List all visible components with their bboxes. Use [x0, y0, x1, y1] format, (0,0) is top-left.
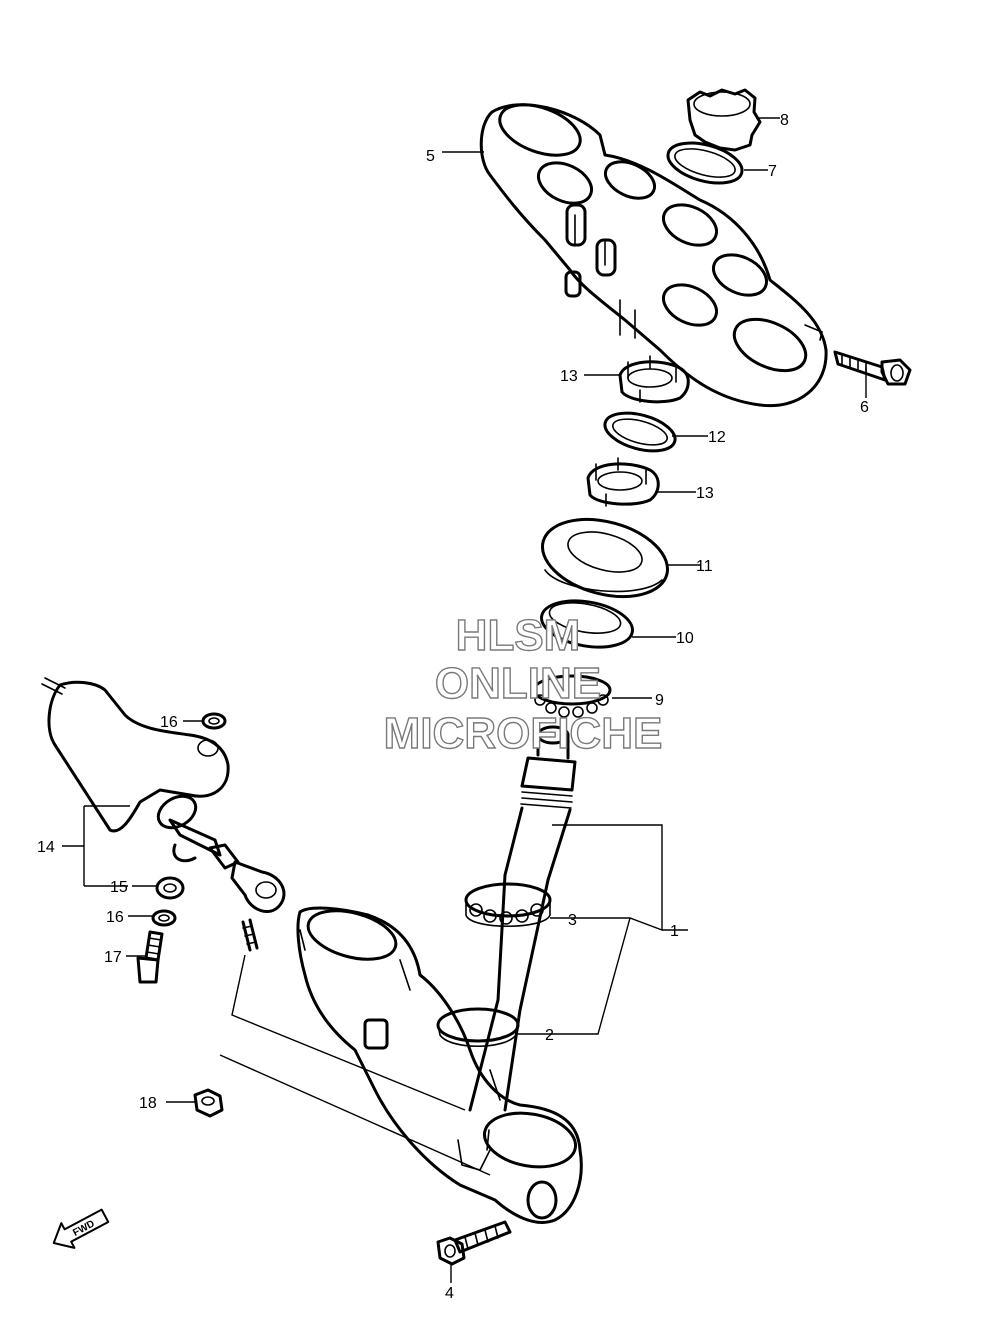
watermark-line-1: HLSM [456, 611, 581, 660]
assembly-guide-lines [219, 954, 491, 1176]
callout-2: 2 [545, 1027, 554, 1044]
callout-15: 15 [110, 879, 128, 896]
washer-12-part [603, 411, 677, 453]
callout-17: 17 [104, 949, 122, 966]
upper-bracket-part [479, 103, 828, 408]
bolt-17-part [136, 930, 164, 984]
callout-13-upper: 13 [560, 368, 578, 385]
callout-9: 9 [655, 692, 664, 709]
callout-6: 6 [860, 399, 869, 416]
callout-18: 18 [139, 1095, 157, 1112]
stem-nut-part [686, 88, 762, 152]
callout-5: 5 [426, 148, 435, 165]
callout-4: 4 [445, 1285, 454, 1302]
upper-bearing-9-part [532, 674, 612, 718]
nut-18-part [193, 1088, 224, 1118]
watermark-line-3: MICROFICHE [384, 709, 663, 758]
callout-1: 1 [670, 923, 679, 940]
callout-12: 12 [708, 429, 726, 446]
callout-leaders [62, 117, 867, 1283]
bearing-race-10-part [540, 599, 634, 649]
washer-16-upper-part [201, 712, 227, 730]
callout-7: 7 [768, 163, 777, 180]
washer-7-part [666, 141, 744, 185]
callout-11: 11 [696, 558, 713, 575]
lower-bearing-3-part [464, 882, 552, 927]
watermark-line-2: ONLINE [435, 659, 601, 708]
callout-14: 14 [37, 839, 55, 856]
spacer-15-part [155, 876, 185, 900]
callout-8: 8 [780, 112, 789, 129]
callout-16-lower: 16 [106, 909, 124, 926]
washer-16-lower-part [151, 909, 177, 927]
callout-16-upper: 16 [160, 714, 178, 731]
pinch-bolt-4-part [436, 1220, 512, 1266]
lock-nut-13-upper-part [618, 355, 690, 404]
bearing-race-2-part [436, 1007, 520, 1048]
lock-nut-13-lower-part [586, 457, 660, 507]
callout-10: 10 [676, 630, 694, 647]
steering-damper-part [41, 677, 286, 952]
forward-direction-arrow: FWD [52, 1208, 110, 1249]
clamp-bolt-6-part [833, 350, 912, 386]
callout-3: 3 [568, 912, 577, 929]
dust-seal-11-part [540, 517, 670, 599]
steering-stem-part [296, 725, 583, 1224]
callout-13-lower: 13 [696, 485, 714, 502]
